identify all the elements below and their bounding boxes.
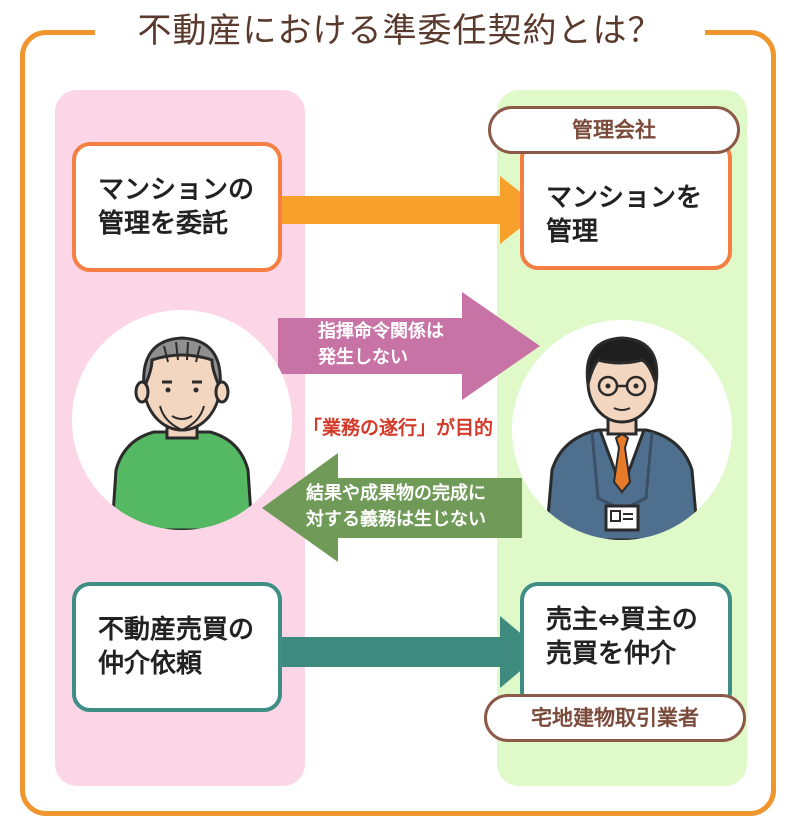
entrust-management-label: マンションの 管理を委託 — [98, 175, 255, 239]
businessman-icon — [544, 336, 700, 540]
client-portrait — [72, 310, 292, 530]
entrust-management-box: マンションの 管理を委託 — [72, 142, 282, 272]
real-estate-agent-tag: 宅地建物取引業者 — [484, 694, 746, 742]
no-completion-obligation-text: 結果や成果物の完成に 対する義務は生じない — [306, 483, 486, 530]
broker-sale-label: 売主⇔買主の 売買を仲介 — [546, 605, 698, 669]
page-title: 不動産における準委任契約とは？ — [95, 6, 705, 56]
manage-condo-box: マンションを 管理 — [520, 140, 732, 270]
broker-sale-box: 売主⇔買主の 売買を仲介 — [520, 582, 732, 710]
purple-arrow — [278, 292, 540, 400]
brokerage-request-label: 不動産売買の 仲介依頼 — [98, 615, 255, 679]
teal-arrow — [268, 616, 543, 688]
purpose-text: 「業務の遂行」が目的 — [302, 417, 493, 439]
orange-arrow — [268, 176, 543, 244]
contractor-portrait — [512, 320, 732, 540]
brokerage-request-box: 不動産売買の 仲介依頼 — [72, 582, 282, 712]
green-arrow — [262, 453, 522, 562]
management-company-tag: 管理会社 — [488, 106, 740, 154]
elderly-man-icon — [110, 336, 254, 530]
manage-condo-label: マンションを 管理 — [546, 183, 703, 247]
no-command-relationship-text: 指揮命令関係は 発生しない — [318, 321, 444, 368]
